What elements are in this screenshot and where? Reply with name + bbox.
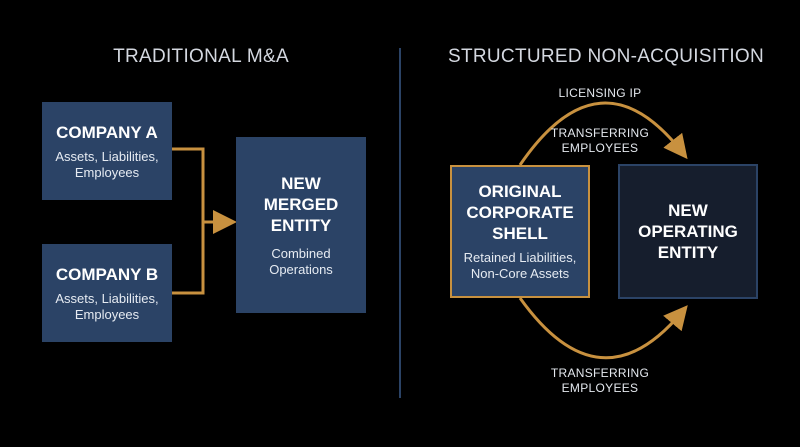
corporate-shell-subtitle: Retained Liabilities, Non-Core Assets bbox=[463, 250, 577, 281]
transfer-arrow-top bbox=[518, 101, 688, 166]
company-b-box: COMPANY B Assets, Liabilities, Employees bbox=[42, 244, 172, 342]
corporate-shell-title: ORIGINAL CORPORATE SHELL bbox=[466, 182, 574, 243]
company-b-title: COMPANY B bbox=[55, 264, 159, 284]
company-a-box: COMPANY A Assets, Liabilities, Employees bbox=[42, 102, 172, 200]
merged-entity-subtitle: Combined Operations bbox=[269, 245, 333, 277]
company-a-subtitle: Assets, Liabilities, Employees bbox=[55, 148, 159, 180]
licensing-ip-label: LICENSING IP bbox=[558, 86, 642, 100]
merged-entity-box: NEW MERGED ENTITY Combined Operations bbox=[236, 137, 366, 313]
transferring-employees-top-label: TRANSFERRING EMPLOYEES bbox=[550, 126, 650, 155]
merged-entity-title: NEW MERGED ENTITY bbox=[263, 173, 339, 235]
new-operating-entity-title: NEW OPERATING ENTITY bbox=[638, 201, 738, 262]
new-operating-entity-box: NEW OPERATING ENTITY bbox=[618, 164, 758, 299]
transferring-employees-bottom-label: TRANSFERRING EMPLOYEES bbox=[550, 366, 650, 395]
company-b-subtitle: Assets, Liabilities, Employees bbox=[55, 290, 159, 322]
merge-connector bbox=[172, 147, 205, 295]
company-a-title: COMPANY A bbox=[56, 122, 158, 142]
transfer-arrow-bottom bbox=[518, 297, 688, 360]
corporate-shell-box: ORIGINAL CORPORATE SHELL Retained Liabil… bbox=[450, 165, 590, 298]
right-heading: STRUCTURED NON-ACQUISITION bbox=[448, 46, 765, 67]
left-heading: TRADITIONAL M&A bbox=[113, 46, 289, 67]
